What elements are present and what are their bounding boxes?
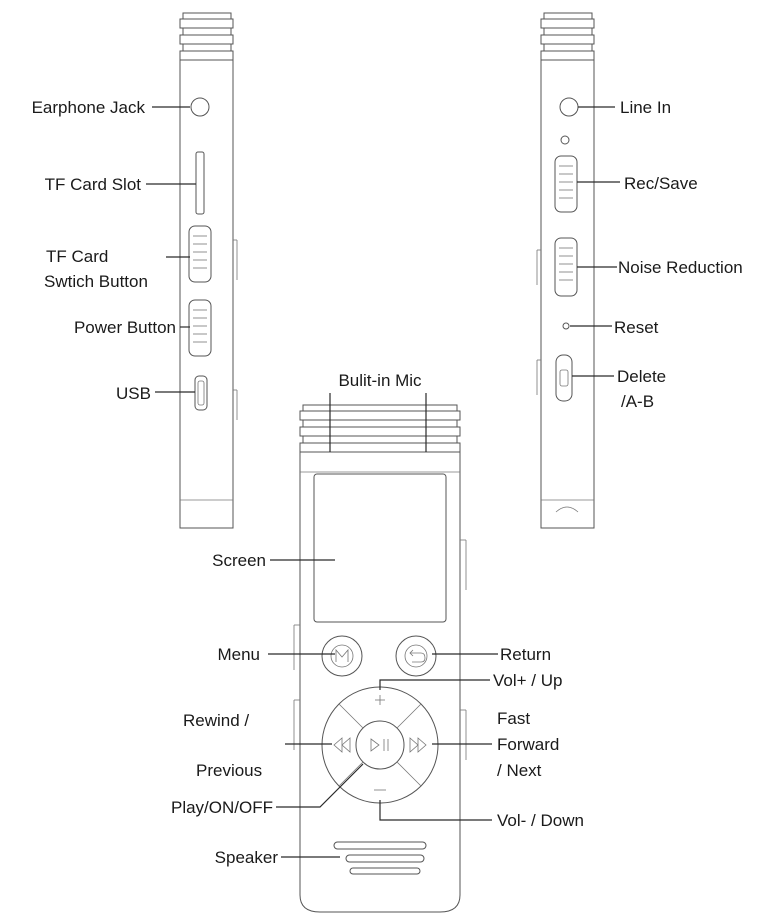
label-tf-card-switch-line1: TF Card (46, 247, 108, 266)
label-rewind-line2: Previous (196, 761, 262, 780)
plus-icon (375, 695, 385, 705)
menu-m-icon (330, 644, 354, 668)
label-return: Return (500, 645, 551, 664)
label-menu: Menu (217, 645, 260, 664)
label-screen: Screen (212, 551, 266, 570)
label-tf-card-slot: TF Card Slot (45, 175, 142, 194)
label-vol-down: Vol- / Down (497, 811, 584, 830)
label-fast-forward-line3: / Next (497, 761, 542, 780)
label-builtin-mic: Bulit-in Mic (338, 371, 422, 390)
right-side-view (536, 12, 595, 529)
delete-ab-button (555, 354, 573, 402)
rewind-icon (333, 737, 351, 753)
label-earphone-jack: Earphone Jack (32, 98, 146, 117)
front-view (293, 404, 467, 913)
menu-button (321, 635, 363, 677)
label-noise-reduction: Noise Reduction (618, 258, 743, 277)
label-fast-forward-line1: Fast (497, 709, 530, 728)
rec-save-switch (554, 155, 578, 213)
fast-forward-icon (409, 737, 427, 753)
power-button (188, 299, 212, 357)
label-usb: USB (116, 384, 151, 403)
label-reset: Reset (614, 318, 659, 337)
label-line-in: Line In (620, 98, 671, 117)
label-rec-save: Rec/Save (624, 174, 698, 193)
reset-hole (562, 322, 570, 330)
label-play-on-off: Play/ON/OFF (171, 798, 273, 817)
left-side-view (179, 12, 238, 529)
label-speaker: Speaker (215, 848, 279, 867)
usb-port (194, 375, 208, 411)
play-pause-button (355, 720, 405, 770)
return-arrow-icon (404, 644, 428, 668)
return-button (395, 635, 437, 677)
screen-area (313, 473, 447, 623)
label-delete-line1: Delete (617, 367, 666, 386)
label-fast-forward-line2: Forward (497, 735, 559, 754)
label-vol-up: Vol+ / Up (493, 671, 562, 690)
label-power-button: Power Button (74, 318, 176, 337)
label-rewind-line1: Rewind / (183, 711, 249, 730)
speaker-grille (333, 841, 427, 875)
label-delete-line2: /A-B (621, 392, 654, 411)
play-pause-icon (370, 738, 389, 752)
earphone-jack-port (190, 97, 210, 117)
tf-card-slot (195, 151, 205, 215)
label-tf-card-switch-line2: Swtich Button (44, 272, 148, 291)
tf-card-switch (188, 225, 212, 283)
